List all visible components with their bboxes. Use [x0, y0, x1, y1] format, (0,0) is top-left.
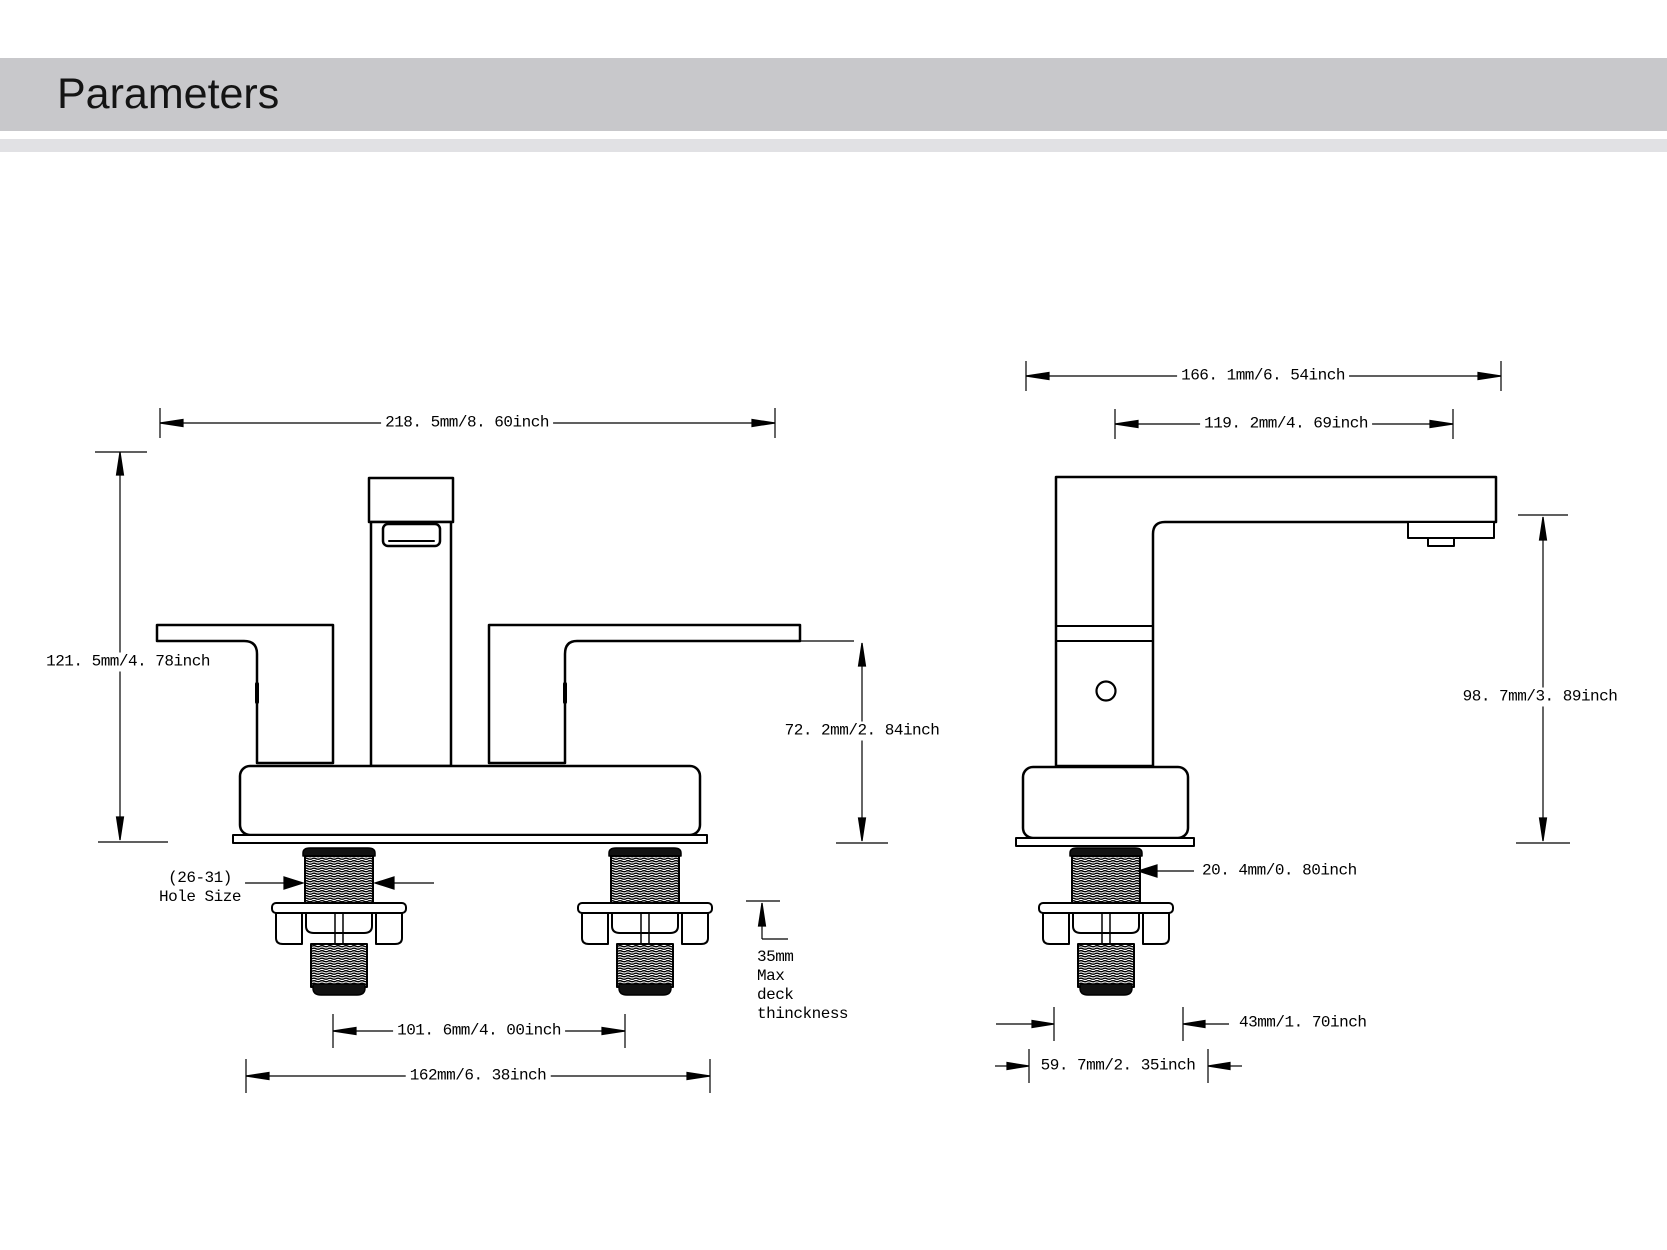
side-shank-diameter-label: 20. 4mm/0. 80inch	[1200, 861, 1359, 881]
hole-size-range: (26-31)	[168, 869, 232, 887]
front-right-shank	[576, 846, 714, 997]
side-base-depth-label: 59. 7mm/2. 35inch	[1036, 1056, 1200, 1076]
section-header-banner: Parameters	[0, 58, 1667, 131]
front-base-width-label: 162mm/6. 38inch	[405, 1066, 551, 1086]
side-body-depth-label: 43mm/1. 70inch	[1237, 1013, 1369, 1033]
front-deck-thickness-label: 35mm Max deck thinckness	[755, 948, 851, 1024]
front-view-drawing	[155, 476, 802, 997]
front-handle-height-label: 72. 2mm/2. 84inch	[780, 721, 944, 741]
deck-thickness-word-deck: deck	[757, 986, 794, 1004]
front-aerator	[381, 522, 442, 548]
deck-thickness-word-thickness: thinckness	[757, 1005, 849, 1023]
deck-thickness-value: 35mm	[757, 948, 794, 966]
front-right-handle	[487, 623, 802, 765]
side-spout-reach-label: 119. 2mm/4. 69inch	[1200, 414, 1372, 434]
front-overall-height-label: 121. 5mm/4. 78inch	[42, 652, 214, 672]
deck-thickness-word-max: Max	[757, 967, 785, 985]
front-left-shank	[270, 846, 408, 997]
side-body-outline	[1054, 475, 1498, 768]
side-overall-depth-label: 166. 1mm/6. 54inch	[1177, 366, 1349, 386]
header-divider-stripe	[0, 139, 1667, 152]
front-spout-column	[369, 520, 453, 768]
side-setscrew-hole	[1095, 680, 1117, 702]
side-deck-plate	[1021, 765, 1190, 840]
front-deck-plate	[238, 764, 702, 837]
front-hole-spacing-label: 101. 6mm/4. 00inch	[393, 1021, 565, 1041]
front-left-handle	[155, 623, 335, 765]
side-deck-flange	[1015, 837, 1195, 847]
front-deck-flange	[232, 834, 708, 844]
front-spout-head	[367, 476, 455, 524]
front-hole-size-label: (26-31) Hole Size	[155, 869, 245, 907]
side-aerator	[1407, 521, 1495, 539]
side-view-drawing	[1015, 475, 1498, 997]
page-title: Parameters	[57, 70, 280, 118]
front-overall-width-label: 218. 5mm/8. 60inch	[381, 413, 553, 433]
side-spout-height-label: 98. 7mm/3. 89inch	[1458, 687, 1622, 707]
hole-size-caption: Hole Size	[159, 888, 241, 906]
